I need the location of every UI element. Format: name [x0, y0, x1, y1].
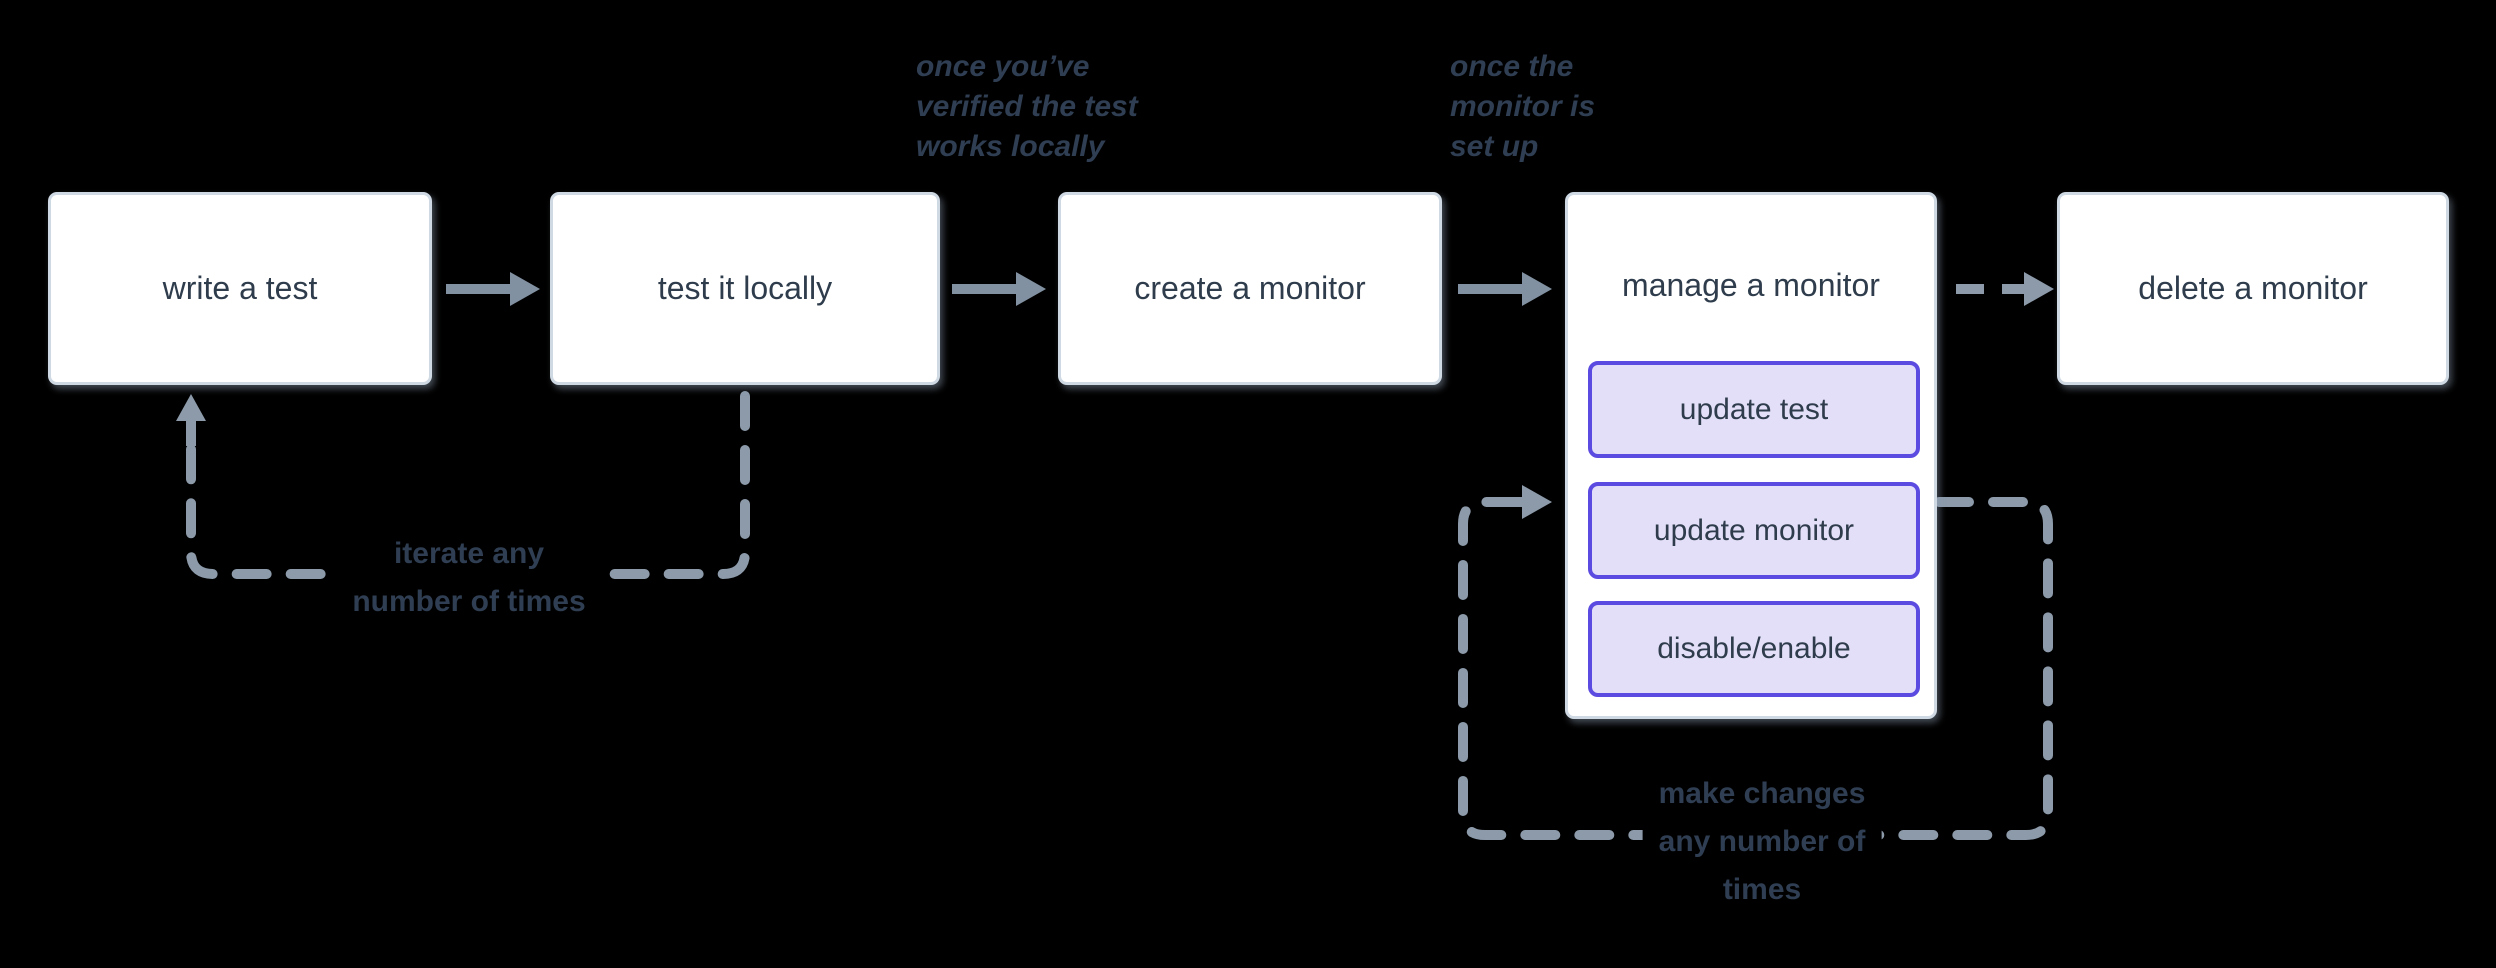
node-manage-a-monitor: manage a monitor update test update moni…: [1565, 192, 1937, 719]
node-label: create a monitor: [1134, 270, 1366, 306]
loop-label-line: any number of: [1658, 825, 1866, 858]
sub-node-update-monitor: update monitor: [1588, 482, 1920, 579]
loop-label-line: times: [1722, 873, 1802, 906]
node-test-it-locally: test it locally: [550, 192, 940, 385]
annotation-line: set up: [1450, 130, 1539, 163]
loop-label-line: number of times: [352, 585, 586, 618]
arrow-create-to-manage: [1458, 272, 1552, 306]
arrow-head-icon: [1522, 272, 1552, 306]
annotation-line: verified the test: [916, 90, 1138, 123]
annotation-verified-locally: once you’ve verified the test works loca…: [916, 47, 1138, 167]
node-write-a-test: write a test: [48, 192, 432, 385]
node-label: test it locally: [657, 270, 833, 306]
annotation-line: monitor is: [1450, 90, 1596, 123]
loop-label-line: iterate any: [393, 537, 545, 570]
sub-node-label: disable/enable: [1657, 632, 1851, 665]
annotation-line: once the: [1450, 50, 1574, 83]
node-create-a-monitor: create a monitor: [1058, 192, 1442, 385]
arrow-head-icon: [2024, 272, 2054, 306]
annotation-line: works locally: [916, 130, 1105, 163]
arrow-test-to-create: [952, 272, 1046, 306]
sub-node-label: update monitor: [1653, 513, 1855, 547]
loop-label-iterate: iterate any number of times: [336, 530, 602, 626]
arrow-head-icon: [176, 394, 206, 421]
node-label: delete a monitor: [2138, 270, 2368, 306]
sub-node-disable-enable: disable/enable: [1588, 601, 1920, 697]
sub-node-label: update test: [1679, 392, 1829, 426]
sub-node-update-test: update test: [1588, 361, 1920, 458]
node-label: manage a monitor: [1622, 267, 1880, 303]
dashed-arrow-manage-to-delete: [1956, 272, 2054, 306]
arrow-head-icon: [1522, 485, 1552, 519]
loop-label-line: make changes: [1658, 777, 1866, 810]
node-delete-a-monitor: delete a monitor: [2057, 192, 2449, 385]
arrow-head-icon: [1016, 272, 1046, 306]
node-label: write a test: [162, 270, 318, 306]
arrow-head-icon: [510, 272, 540, 306]
arrow-write-to-test: [446, 272, 540, 306]
annotation-line: once you’ve: [916, 50, 1090, 83]
loop-label-make-changes: make changes any number of times: [1642, 770, 1882, 914]
annotation-monitor-set-up: once the monitor is set up: [1450, 47, 1595, 167]
